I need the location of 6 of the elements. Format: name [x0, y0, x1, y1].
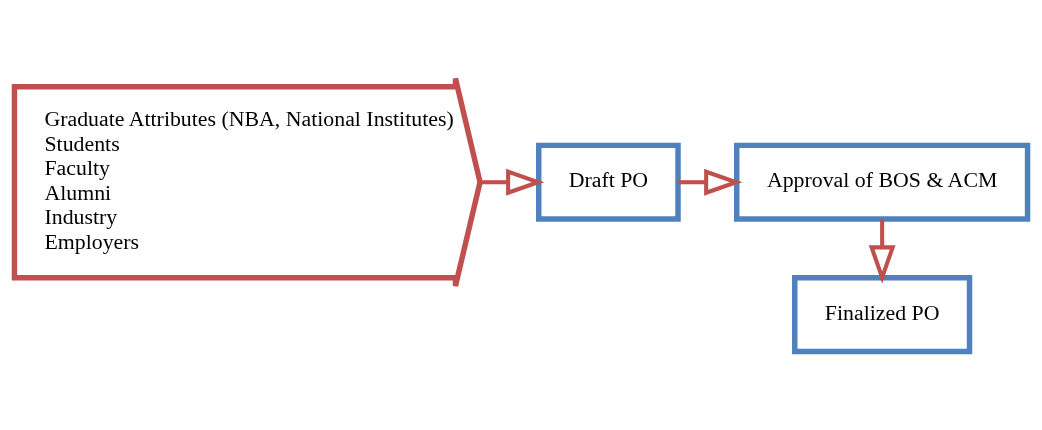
arrow — [678, 168, 743, 196]
arrow — [480, 168, 545, 196]
node-box: Draft PO — [536, 142, 681, 222]
arrow — [868, 219, 896, 284]
node-box: Approval of BOS & ACM — [734, 142, 1031, 222]
node-box: Finalized PO — [792, 275, 973, 355]
